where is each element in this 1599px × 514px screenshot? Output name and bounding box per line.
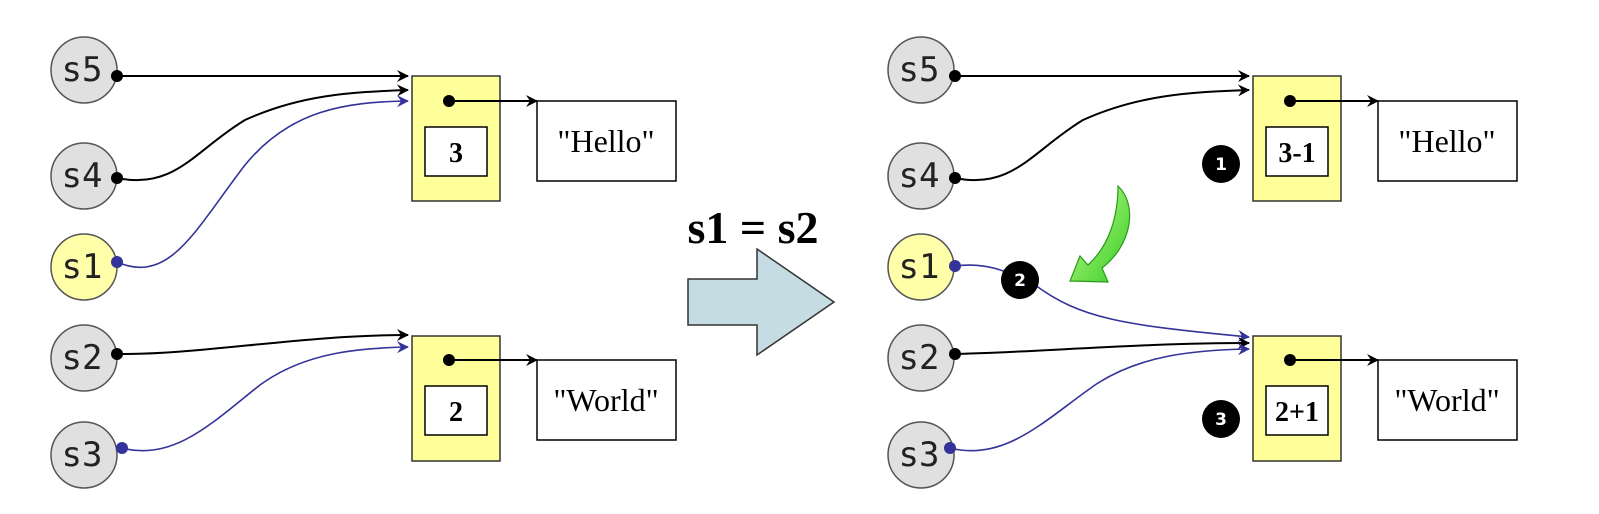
transition-arrow	[687, 247, 836, 357]
after-hello-string-box	[1377, 100, 1518, 182]
world-string-box	[536, 359, 677, 441]
hello-string-text: "Hello"	[557, 123, 654, 159]
step-badge-3-text: 3	[1215, 410, 1227, 430]
world-count-cell	[424, 385, 488, 436]
s3-source-dot	[116, 442, 128, 454]
after-link-s4-hello	[954, 84, 1250, 182]
s1-source-dot	[111, 256, 123, 268]
after-link-s3-world	[949, 343, 1250, 452]
link-s2-world	[116, 329, 409, 356]
hello-string-box	[536, 100, 677, 182]
operation-label: s1 = s2	[687, 202, 818, 253]
var-s1-label: s1	[62, 247, 103, 287]
step-badge-2-text: 2	[1014, 271, 1026, 291]
hello-count-text: 3	[449, 138, 463, 169]
var-s5-label: s5	[62, 50, 103, 90]
after-var-s3-node	[887, 421, 955, 489]
s4-source-dot	[111, 172, 123, 184]
operation-group: s1 = s2	[687, 202, 836, 357]
after-s4-source-dot	[949, 172, 961, 184]
step-badge-1-text: 1	[1215, 155, 1227, 175]
hello-count-cell	[424, 126, 488, 177]
after-world-string-text: "World"	[1394, 382, 1499, 418]
after-link-s2-world	[954, 337, 1250, 355]
after-s3-source-dot	[944, 442, 956, 454]
before-panel: 3 2 "Hello" "World" s5 s4 s1 s2 s3	[50, 36, 677, 489]
world-count-text: 2	[449, 397, 463, 428]
s5-source-dot	[111, 70, 123, 82]
after-world-count-text: 2+1	[1275, 397, 1319, 428]
var-s4-label: s4	[62, 156, 103, 196]
link-s4-hello	[116, 84, 409, 182]
step-badge-3: 3	[1202, 400, 1240, 438]
after-var-s4-label: s4	[899, 156, 940, 196]
var-s3-label: s3	[62, 435, 103, 475]
after-link-s1-world	[954, 264, 1250, 342]
after-var-s5-node	[887, 36, 955, 104]
after-s5-source-dot	[949, 70, 961, 82]
var-s3-node	[50, 421, 118, 489]
link-s1-hello	[116, 95, 409, 269]
var-s2-label: s2	[62, 338, 103, 378]
after-var-s2-label: s2	[899, 338, 940, 378]
after-s2-source-dot	[949, 348, 961, 360]
step-badge-2: 2	[1001, 261, 1039, 299]
after-var-s1-label: s1	[899, 247, 940, 287]
after-s1-source-dot	[949, 260, 961, 272]
step-badge-1: 1	[1202, 145, 1240, 183]
after-hello-count-text: 3-1	[1278, 138, 1315, 169]
world-string-text: "World"	[553, 382, 658, 418]
after-hello-string-text: "Hello"	[1398, 123, 1495, 159]
after-var-s5-label: s5	[899, 50, 940, 90]
s2-source-dot	[111, 348, 123, 360]
green-curved-arrow-icon	[1069, 184, 1131, 283]
after-world-count-cell	[1265, 385, 1329, 436]
link-s3-world	[121, 341, 409, 452]
after-hello-count-cell	[1265, 126, 1329, 177]
after-world-string-box	[1377, 359, 1518, 441]
after-panel: 3-1 2+1 "Hello" "World" s5 s4 s1 s2 s3	[887, 36, 1518, 489]
after-var-s3-label: s3	[899, 435, 940, 475]
